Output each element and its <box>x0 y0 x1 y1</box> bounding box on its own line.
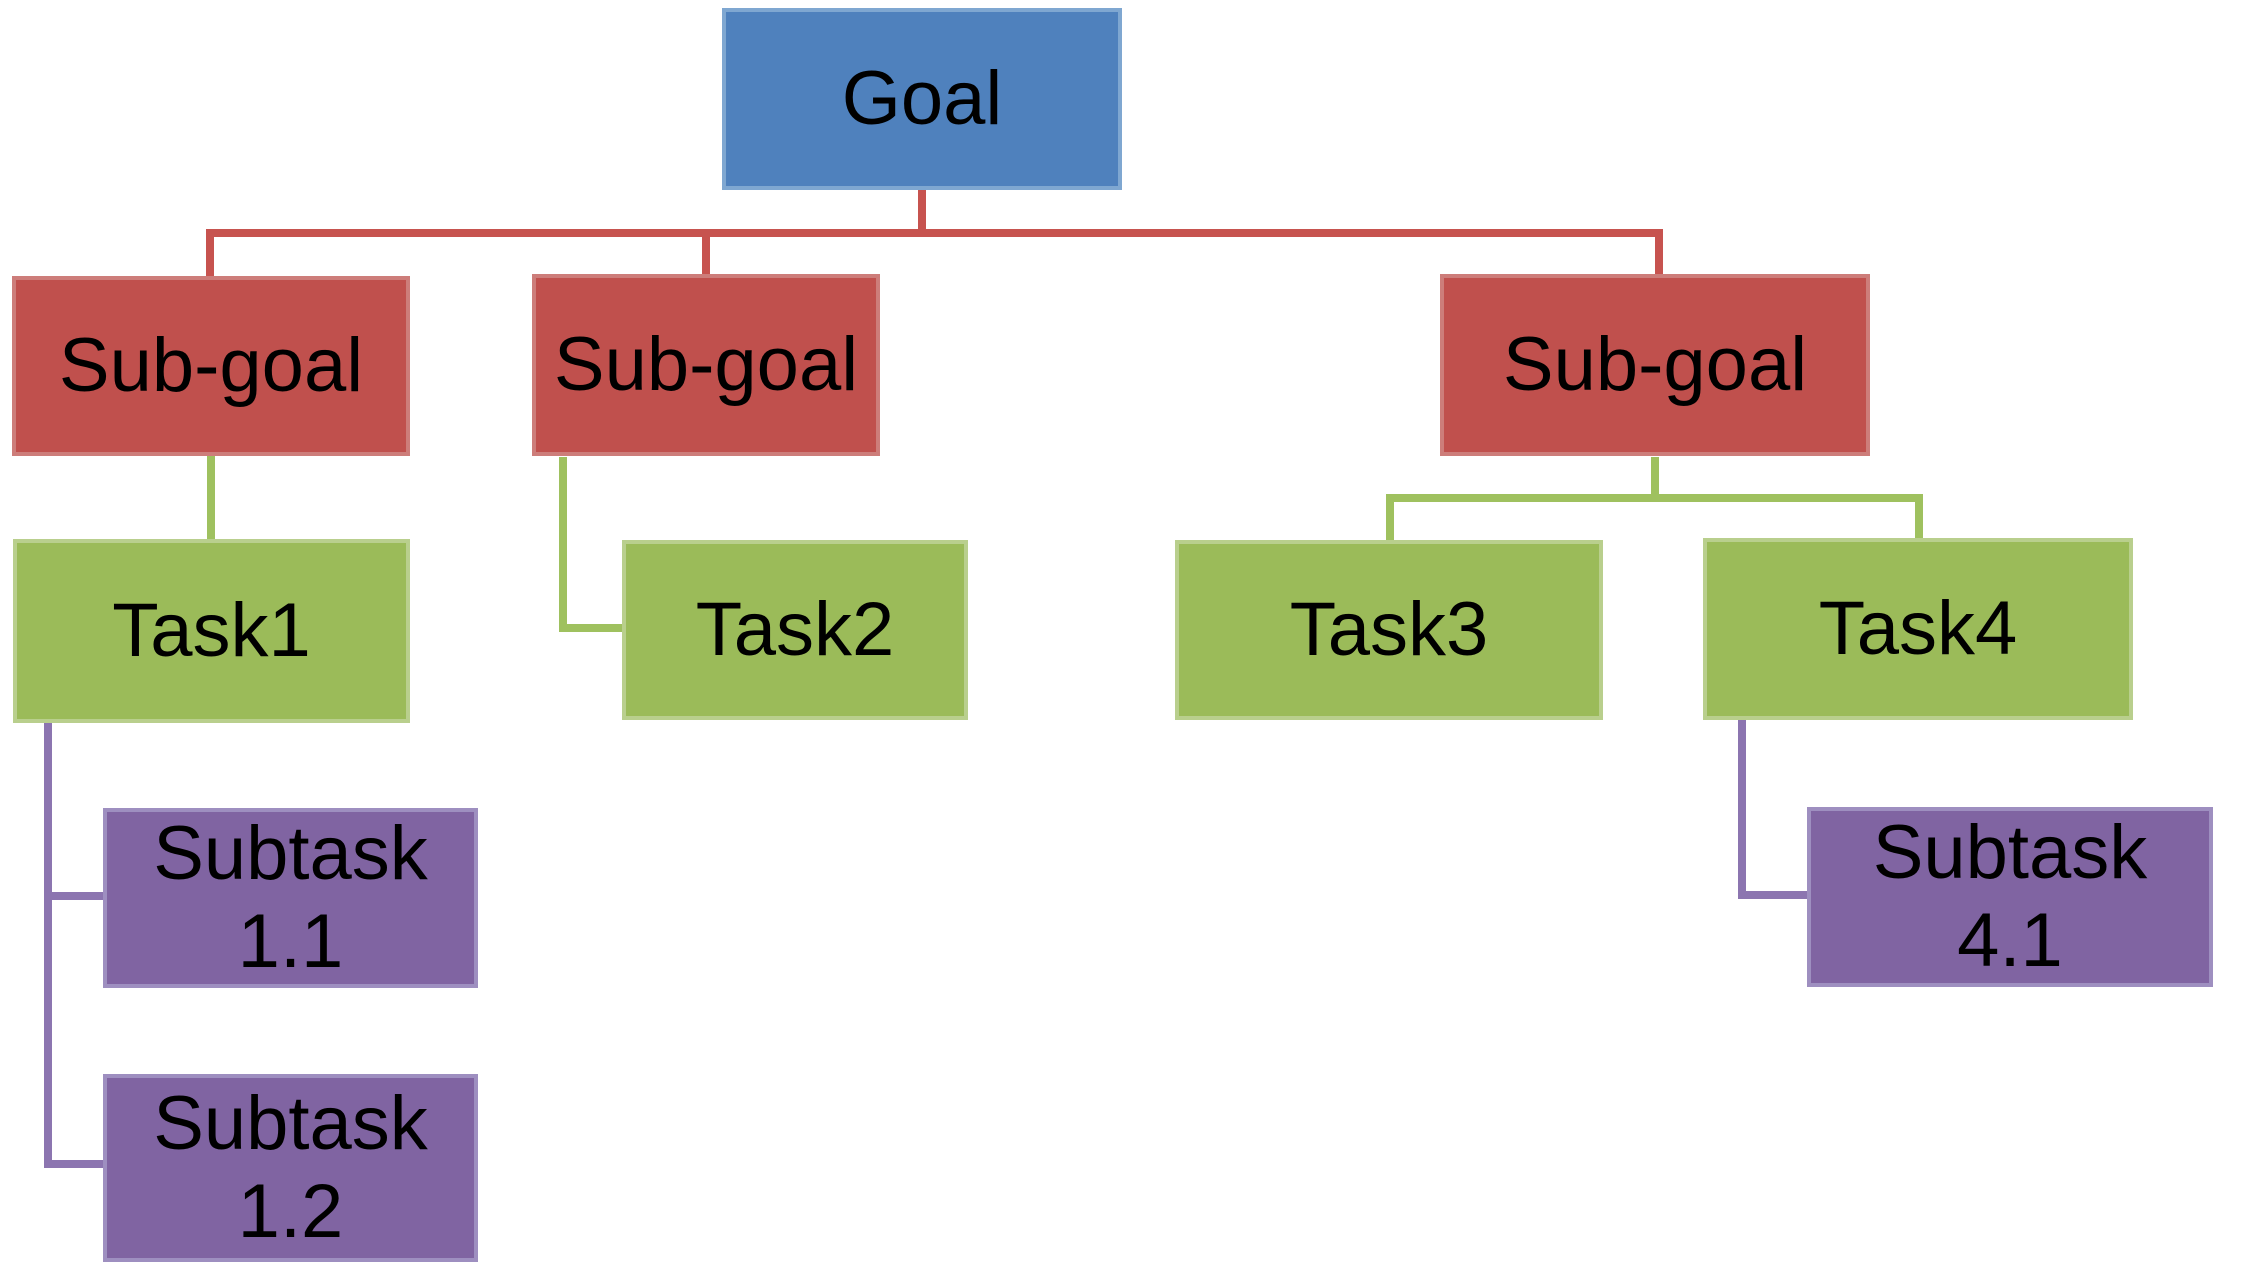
node-task-2-label: Task2 <box>695 587 895 672</box>
node-task-3-label: Task3 <box>1289 587 1489 672</box>
connector-stub-subtask-4-1 <box>1738 891 1807 899</box>
node-subtask-4-1-label-line2: 4.1 <box>1957 898 2063 983</box>
node-subtask-1-2-label-line1: Subtask <box>153 1081 428 1166</box>
connector-drop-subgoal-1 <box>206 229 214 276</box>
connector-stub-subtask-1-1 <box>44 892 103 900</box>
node-subtask-1-2-label-line2: 1.2 <box>237 1169 344 1254</box>
connector-subgoal2-task2-vert <box>559 457 567 632</box>
node-subgoal-1-label: Sub-goal <box>58 323 364 408</box>
node-subgoal-2: Sub-goal <box>532 274 880 456</box>
connector-task1-vertical <box>44 723 52 1168</box>
node-goal: Goal <box>722 8 1122 190</box>
connector-subgoal3-stem <box>1651 457 1659 502</box>
connector-drop-subgoal-2 <box>702 229 710 274</box>
node-subgoal-3-label: Sub-goal <box>1502 322 1808 407</box>
node-subtask-1-2: Subtask 1.2 <box>103 1074 478 1262</box>
node-task-3: Task3 <box>1175 540 1603 720</box>
connector-drop-task3 <box>1386 494 1394 540</box>
node-subtask-4-1: Subtask 4.1 <box>1807 807 2213 987</box>
node-task-2: Task2 <box>622 540 968 720</box>
node-subtask-4-1-label-line1: Subtask <box>1872 810 2148 895</box>
node-task-1-label: Task1 <box>112 588 311 673</box>
node-subtask-1-1-label-line1: Subtask <box>153 811 428 896</box>
node-task-4-label: Task4 <box>1818 586 2018 671</box>
connector-stub-subtask-1-2 <box>44 1160 103 1168</box>
connector-goal-stem <box>918 190 926 237</box>
connector-subgoal3-horizontal <box>1386 494 1923 502</box>
node-subgoal-3: Sub-goal <box>1440 274 1870 456</box>
connector-drop-task4 <box>1915 494 1923 538</box>
node-task-1: Task1 <box>13 539 410 723</box>
node-subtask-1-1-label-line2: 1.1 <box>237 899 344 984</box>
node-subgoal-1: Sub-goal <box>12 276 410 456</box>
node-subgoal-2-label: Sub-goal <box>553 322 859 407</box>
connector-drop-subgoal-3 <box>1655 229 1663 274</box>
connector-subgoal1-task1 <box>207 455 215 539</box>
node-task-4: Task4 <box>1703 538 2133 720</box>
node-goal-label: Goal <box>841 56 1003 141</box>
connector-goal-horizontal <box>206 229 1663 237</box>
connector-subgoal2-task2-horiz <box>559 624 622 632</box>
node-subtask-1-1: Subtask 1.1 <box>103 808 478 988</box>
connector-task4-vertical <box>1738 720 1746 899</box>
